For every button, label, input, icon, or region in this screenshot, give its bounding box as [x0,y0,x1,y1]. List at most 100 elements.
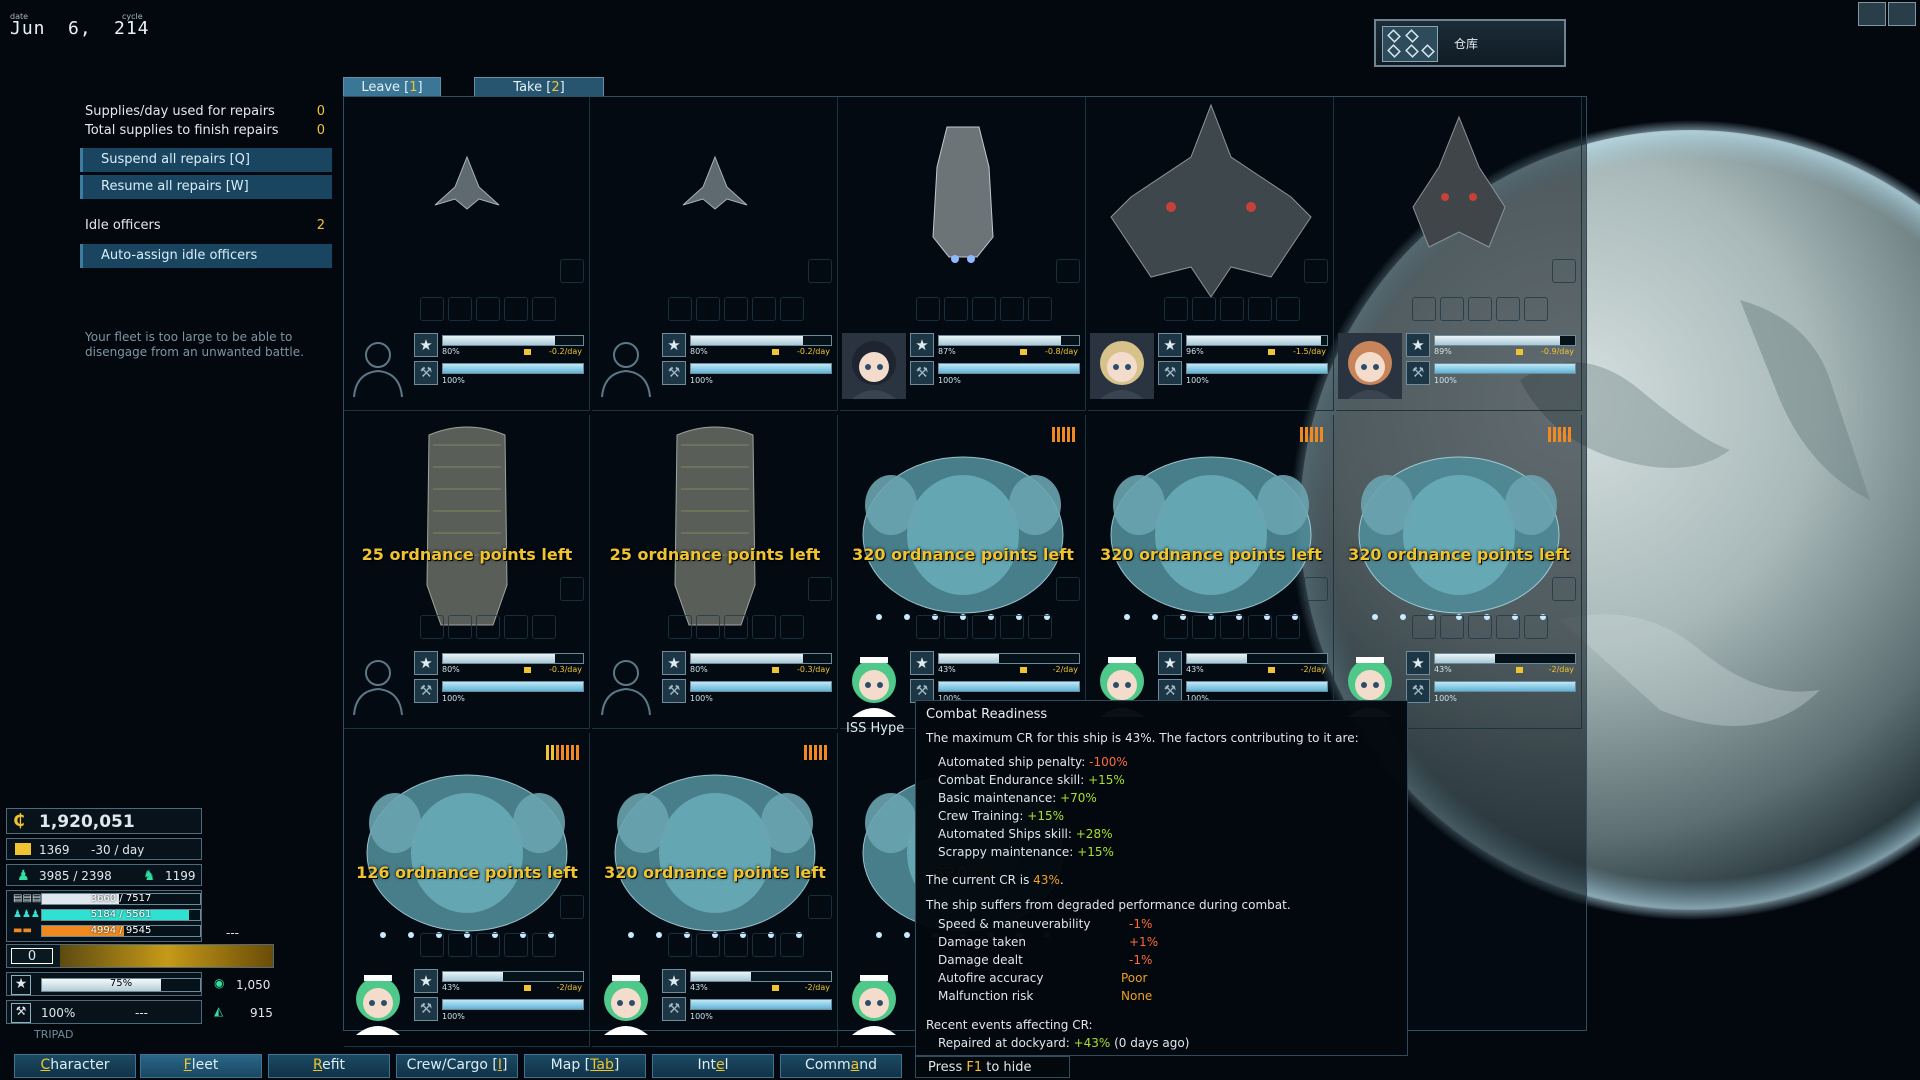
officer-portrait[interactable] [594,969,658,1035]
marines-value: 1199 [165,869,196,883]
slot-icon [780,933,804,957]
cr-bar [938,653,1080,664]
tooltip-intro: The maximum CR for this ship is 43%. The… [926,731,1359,745]
officer-portrait[interactable] [842,651,906,717]
hull-percent: 100% [1434,694,1457,703]
cr-bar [938,335,1080,346]
nav-map[interactable]: Map [Tab] [524,1054,646,1078]
tooltip-current-prefix: The current CR is [926,873,1034,887]
star-icon: ★ [1406,651,1430,675]
idle-officers-value: 2 [316,218,325,233]
hull-percent: 100% [442,694,465,703]
ship-hull [426,426,508,626]
slot-icon [1276,615,1300,639]
slot-icon [448,615,472,639]
empty-officer-silhouette[interactable] [594,651,658,717]
cr-effect-value: -1% [1129,953,1153,967]
cr-effect-value: -1% [1129,917,1153,931]
power-icon[interactable] [1888,2,1916,26]
nav-intel[interactable]: Intel [652,1054,774,1078]
cr-bar [690,653,832,664]
crew-box: ♟ 3985 / 2398 ♞ 1199 [6,864,202,886]
menu-button[interactable] [1858,2,1886,26]
nav-crew-cargo-label: Crew/Cargo [ [406,1057,498,1073]
tab-leave[interactable]: Leave [1] [343,77,441,97]
nav-crew-cargo[interactable]: Crew/Cargo [I] [396,1054,518,1078]
hull-bar [690,681,832,692]
hull-bar [690,363,832,374]
slot-icon [1496,615,1520,639]
supply-icon [772,985,779,991]
star-icon: ★ [414,969,438,993]
nav-command[interactable]: Command [780,1054,902,1078]
resume-repairs-button[interactable]: Resume all repairs [W] [80,175,332,199]
nav-crew-cargo-suffix: ] [501,1057,508,1073]
crew-value: 3985 / 2398 [39,869,112,883]
storage-button[interactable]: 仓库 [1374,19,1566,67]
supply-icon [1516,349,1523,355]
supply-icon [772,667,779,673]
wrench-icon: ⚒ [1406,361,1430,385]
slot-icon [1056,577,1080,601]
tooltip-title: Combat Readiness [926,707,1048,722]
hull-bar [442,363,584,374]
capacity-box: ▤▤▤ 3660 / 7517 ♟♟♟ 5184 / 5561 ▬▬ 4994 … [6,890,202,942]
officer-portrait[interactable] [1090,333,1154,399]
supplies-box: 1369 -30 / day [6,838,202,860]
auto-assign-officers-button[interactable]: Auto-assign idle officers [80,244,332,268]
cr-factor-row: Combat Endurance skill: +15% [938,773,1125,787]
officer-portrait[interactable] [346,969,410,1035]
hull-bar [1186,681,1328,692]
slot-icon [420,297,444,321]
slot-icon [808,577,832,601]
hull-bar [442,681,584,692]
hull-bar [938,681,1080,692]
cr-bar [690,971,832,982]
dmod-indicator [1298,427,1323,442]
nav-character[interactable]: Character [14,1054,136,1078]
empty-officer-silhouette[interactable] [346,333,410,399]
slot-icon [780,615,804,639]
nav-crew-cargo-hotkey: I [497,1057,502,1073]
slot-icon [1000,297,1024,321]
date-cycle: 214 [114,18,150,39]
slot-icon [1440,615,1464,639]
officer-portrait[interactable] [842,333,906,399]
burn-value: 0 [11,948,53,964]
cr-factor-label: Basic maintenance: [938,791,1057,805]
slot-icon [1164,615,1188,639]
nav-fleet[interactable]: Fleet [140,1054,262,1078]
cr-bar [1186,653,1328,664]
slot-icon [532,297,556,321]
officer-portrait[interactable] [1338,333,1402,399]
officer-portrait[interactable] [842,969,906,1035]
nav-refit[interactable]: Refit [268,1054,390,1078]
fuel-bar: 4994 / 9545 [41,925,201,937]
slot-icon [944,615,968,639]
cr-factor-value: +15% [1088,773,1125,787]
tooltip-hide-hint: Press F1 to hide [915,1056,1070,1078]
slot-icon [1248,615,1272,639]
empty-officer-silhouette[interactable] [594,333,658,399]
nav-map-label: Map [ [550,1057,591,1073]
tab-take[interactable]: Take [2] [474,77,604,97]
credits-icon: ₵ [13,811,25,831]
fleet-size-note: Your fleet is too large to be able to di… [85,330,304,359]
empty-officer-silhouette[interactable] [346,651,410,717]
cr-factor-value: +70% [1060,791,1097,805]
slot-icon [808,259,832,283]
suspend-repairs-button[interactable]: Suspend all repairs [Q] [80,148,332,172]
